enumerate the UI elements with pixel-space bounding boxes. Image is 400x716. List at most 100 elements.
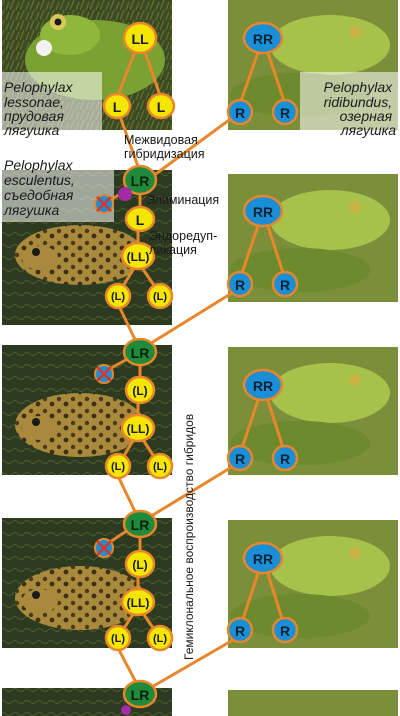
photo-esculentus-3	[2, 518, 172, 648]
node-R-a4-shape	[226, 616, 254, 644]
node-RR-4: RR	[242, 541, 284, 575]
node-LL-parent-label: LL	[131, 31, 149, 47]
node-R-a2-label: R	[235, 277, 245, 293]
node-LR-2-label: LR	[131, 345, 150, 361]
node-LL-3-label: (LL)	[127, 596, 150, 610]
node-L-3-shape	[124, 549, 156, 579]
node-R-a3-shape	[226, 444, 254, 472]
node-LR-3: LR	[122, 509, 158, 539]
node-LL-2-label: (LL)	[127, 422, 150, 436]
node-RR-3-shape	[242, 368, 284, 402]
photo-ridibundus-4	[228, 520, 398, 648]
photo-ridibundus-3	[228, 347, 398, 475]
line-R-to-LR-3	[146, 460, 242, 520]
node-L-b2-label: (L)	[153, 461, 167, 473]
label-hemiclonal: Гемиклональное воспроизводство гибридов	[182, 414, 196, 660]
label-hybridization: Межвидовая гибридизация	[124, 133, 205, 161]
node-RR-parent-shape	[242, 21, 284, 55]
node-R-a3: R	[226, 444, 254, 472]
node-R-b2-label: R	[280, 277, 290, 293]
node-LL-2: (LL)	[120, 413, 156, 443]
node-LL-parent: LL	[122, 21, 158, 55]
node-L-b2: (L)	[146, 452, 174, 480]
node-R-b4: R	[271, 616, 299, 644]
node-LL-2-shape	[120, 413, 156, 443]
node-L-b1-label: (L)	[153, 291, 167, 303]
node-L-a2: (L)	[104, 452, 132, 480]
node-R-gamete-1-shape	[226, 98, 254, 126]
node-LR-1: LR	[122, 164, 158, 196]
node-RR-3-label: RR	[253, 378, 273, 394]
node-R-gamete-2: R	[271, 98, 299, 126]
node-L-b2-shape	[146, 452, 174, 480]
node-L-b1-shape	[146, 282, 174, 310]
node-R-b4-label: R	[280, 623, 290, 639]
line-R-to-LR-2	[146, 286, 242, 347]
node-R-a3-label: R	[235, 451, 245, 467]
line-R-to-LR-4	[148, 634, 242, 690]
line-R-to-LR	[151, 110, 242, 178]
node-L-1: L	[124, 205, 156, 233]
node-L-b3-label: (L)	[153, 633, 167, 645]
node-L-a3: (L)	[104, 624, 132, 652]
node-LR-3-shape	[122, 509, 158, 539]
node-R-b4-shape	[271, 616, 299, 644]
node-L-a3-label: (L)	[111, 633, 125, 645]
node-L-b1: (L)	[146, 282, 174, 310]
node-RR-parent-label: RR	[253, 31, 273, 47]
node-L-gamete-1-shape	[102, 92, 132, 120]
node-R-b3-shape	[271, 444, 299, 472]
node-R-b2: R	[271, 270, 299, 298]
photo-ridibundus-2	[228, 174, 398, 302]
node-RR-parent: RR	[242, 21, 284, 55]
node-L-b3-shape	[146, 624, 174, 652]
node-R-gamete-2-shape	[271, 98, 299, 126]
elimination-cross-icon-1	[94, 194, 114, 214]
photo-lessonae	[2, 0, 172, 130]
node-L-gamete-2-label: L	[157, 99, 166, 115]
node-LR-4-label: LR	[131, 687, 150, 703]
node-LR-3-label: LR	[131, 517, 150, 533]
node-L-gamete-1-label: L	[113, 99, 122, 115]
node-RR-2: RR	[242, 194, 284, 228]
node-LR-1-shape	[122, 164, 158, 196]
node-LR-2-shape	[122, 337, 158, 367]
elimination-dot-icon-2	[121, 705, 131, 715]
photo-ridibundus-5	[228, 690, 398, 716]
node-R-gamete-2-label: R	[280, 105, 290, 121]
photo-esculentus-2	[2, 345, 172, 475]
photo-ridibundus	[228, 0, 398, 130]
node-RR-3: RR	[242, 368, 284, 402]
node-LL-1-label: (LL)	[127, 250, 150, 264]
node-L-1-shape	[124, 205, 156, 233]
node-R-gamete-1-label: R	[235, 105, 245, 121]
node-LR-1-label: LR	[131, 173, 150, 189]
node-L-2: (L)	[124, 375, 156, 405]
node-LR-2: LR	[122, 337, 158, 367]
node-L-2-shape	[124, 375, 156, 405]
label-elimination: Элиминация	[146, 193, 219, 207]
node-L-1-label: L	[136, 212, 145, 228]
node-RR-2-shape	[242, 194, 284, 228]
node-R-a4: R	[226, 616, 254, 644]
label-lessonae: Pelophylax lessonae, прудовая лягушка	[3, 79, 76, 138]
node-R-b3-label: R	[280, 451, 290, 467]
node-R-a2: R	[226, 270, 254, 298]
node-LL-1: (LL)	[120, 241, 156, 271]
node-L-a1-shape	[104, 282, 132, 310]
node-L-a2-shape	[104, 452, 132, 480]
node-LL-3: (LL)	[120, 587, 156, 617]
photo-esculentus-1	[2, 150, 172, 325]
node-L-gamete-2: L	[146, 92, 176, 120]
elimination-cross-icon-3	[94, 538, 114, 558]
node-LL-1-shape	[120, 241, 156, 271]
node-R-b3: R	[271, 444, 299, 472]
node-L-gamete-2-shape	[146, 92, 176, 120]
node-LR-4-shape	[122, 679, 158, 709]
node-L-3-label: (L)	[132, 558, 147, 572]
label-endoreduplication: Эндоредуп- ликация	[149, 229, 221, 257]
node-RR-4-shape	[242, 541, 284, 575]
node-R-gamete-1: R	[226, 98, 254, 126]
